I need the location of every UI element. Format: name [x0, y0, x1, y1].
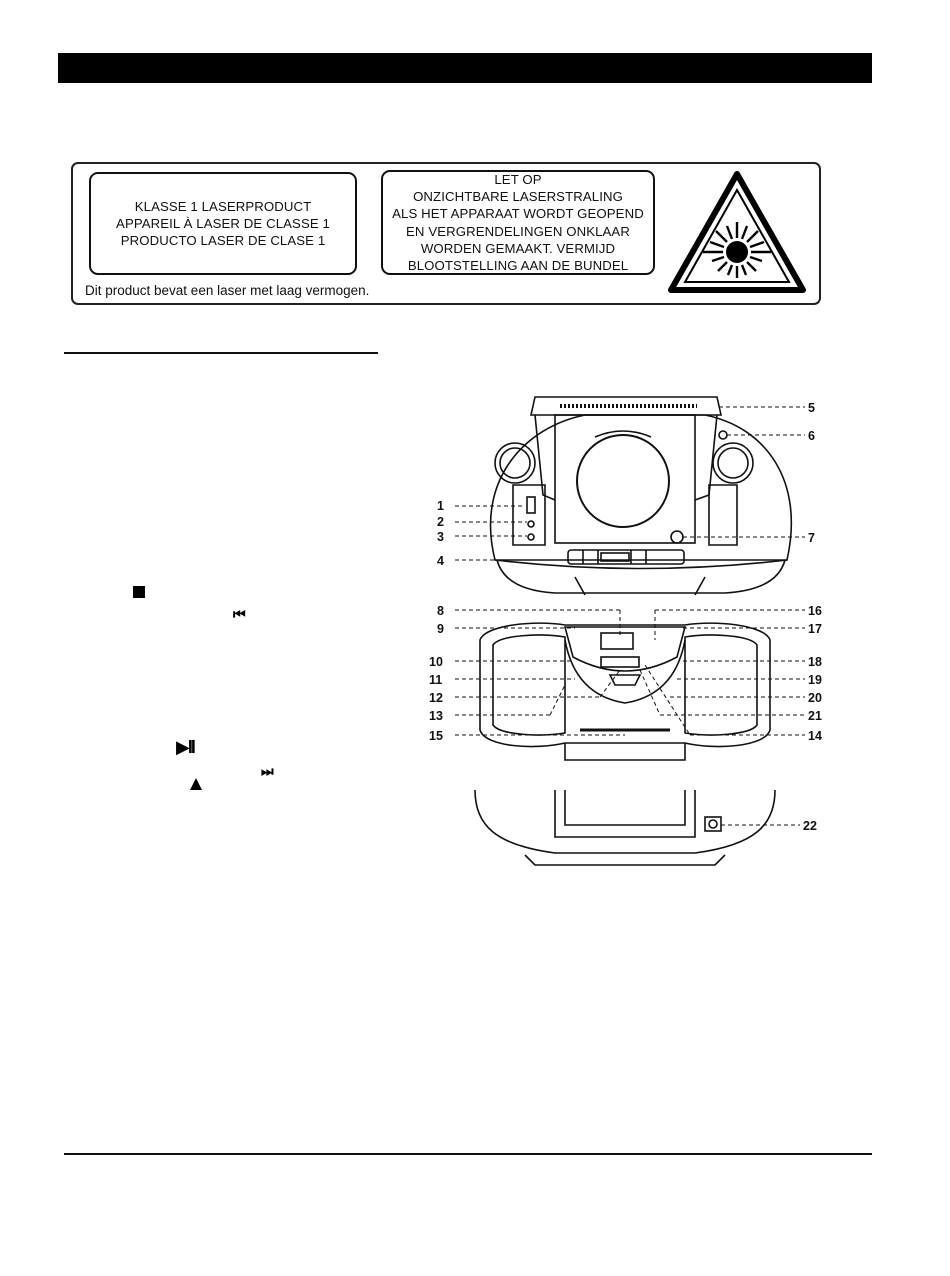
callout-number: 15: [429, 729, 443, 743]
label-line: ONZICHTBARE LASERSTRALING: [413, 189, 623, 205]
callout-number: 14: [808, 729, 822, 743]
laser-footnote: Dit product bevat een laser met laag ver…: [85, 283, 370, 298]
laser-warning-panel: [71, 162, 821, 305]
callout-number: 2: [437, 515, 444, 529]
laser-class-label: KLASSE 1 LASERPRODUCT APPAREIL À LASER D…: [89, 172, 357, 275]
cd-player-diagram: 1 2 3 4 5 6 7 8 9 10 11 12 13 14 15 16 1…: [429, 396, 822, 866]
footer-rule: [64, 1153, 872, 1155]
callout-number: 20: [808, 691, 822, 705]
callout-number: 6: [808, 429, 815, 443]
callout-number: 1: [437, 499, 444, 513]
callout-number: 9: [437, 622, 444, 636]
callout-number: 16: [808, 604, 822, 618]
callout-number: 11: [429, 673, 442, 687]
next-icon: ⏭: [261, 763, 273, 779]
label-line: EN VERGRENDELINGEN ONKLAAR: [406, 223, 630, 239]
callout-number: 22: [803, 819, 817, 833]
label-line: PRODUCTO LASER DE CLASE 1: [120, 233, 326, 249]
stop-icon: [133, 586, 145, 598]
callout-number: 18: [808, 655, 822, 669]
label-line: ALS HET APPARAAT WORDT GEOPEND: [392, 206, 644, 222]
play-pause-icon: ▶II: [176, 737, 196, 757]
eject-icon: [190, 778, 202, 790]
callout-number: 8: [437, 604, 444, 618]
callout-number: 13: [429, 709, 443, 723]
callout-number: 19: [808, 673, 822, 687]
callout-number: 17: [808, 622, 822, 636]
callout-number: 4: [437, 554, 444, 568]
callout-number: 21: [808, 709, 822, 723]
callout-number: 5: [808, 401, 815, 415]
callout-number: 3: [437, 530, 444, 544]
label-line: LET OP: [494, 171, 542, 187]
label-line: WORDEN GEMAAKT. VERMIJD: [420, 240, 616, 256]
header-bar: [58, 53, 872, 83]
label-line: BLOOTSTELLING AAN DE BUNDEL: [407, 257, 629, 273]
callout-number: 12: [429, 691, 443, 705]
callout-number: 7: [808, 531, 815, 545]
section-underline: [64, 352, 378, 354]
label-line: APPAREIL À LASER DE CLASSE 1: [116, 215, 330, 231]
previous-icon: ⏮: [233, 606, 245, 622]
label-line: KLASSE 1 LASERPRODUCT: [134, 198, 312, 214]
laser-caution-label: LET OP ONZICHTBARE LASERSTRALING ALS HET…: [381, 170, 655, 275]
callout-number: 10: [429, 655, 443, 669]
laser-warning-icon: [668, 171, 806, 293]
